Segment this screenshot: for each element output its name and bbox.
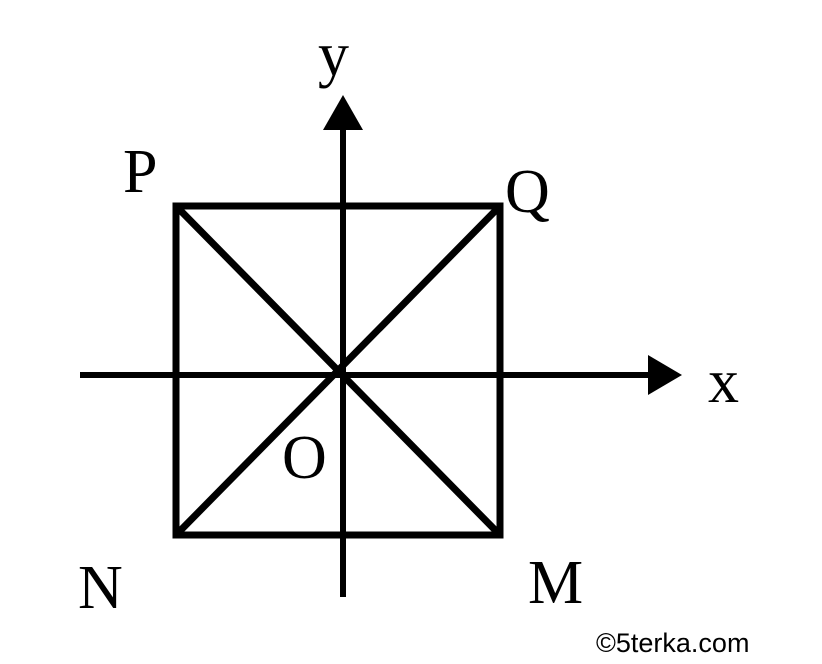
diagonal-nq [173, 203, 503, 538]
label-x-axis: x [708, 348, 739, 416]
label-vertex-n: N [78, 554, 123, 622]
label-vertex-m: M [528, 549, 583, 617]
y-axis-arrowhead [323, 95, 363, 130]
x-axis-arrowhead [648, 355, 682, 395]
label-origin-o: O [282, 424, 327, 492]
label-vertex-q: Q [505, 158, 550, 226]
label-y-axis: y [318, 21, 349, 89]
watermark-text: ©5terka.com [596, 628, 749, 658]
label-vertex-p: P [123, 138, 157, 206]
